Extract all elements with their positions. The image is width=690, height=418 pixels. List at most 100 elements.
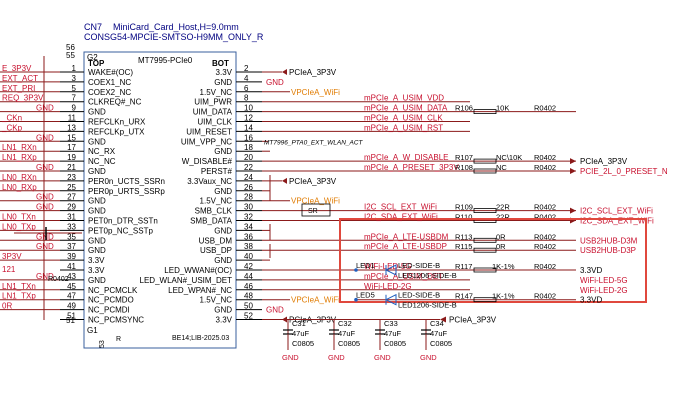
right-pin-number: 52	[244, 312, 253, 321]
right-pin-name: GND	[214, 256, 232, 265]
left-net-label: LN0_TXp	[2, 222, 36, 231]
left-pin-name: COEX2_NC	[88, 88, 131, 97]
left-pin-number: 45	[67, 282, 76, 291]
left-net-label: E_3P3V	[2, 64, 32, 73]
left-pin-name: NC_PCMSYNC	[88, 316, 144, 325]
left-net-label: GND	[36, 163, 54, 172]
left-pin-number: 39	[67, 252, 76, 261]
resistor-body	[473, 109, 497, 114]
right-pin-number: 10	[244, 104, 253, 113]
left-pin-name: GND	[88, 207, 106, 216]
left-net-label: GND	[36, 193, 54, 202]
left-pin-number: 27	[67, 193, 76, 202]
right-pin-name: PERST#	[201, 167, 233, 176]
left-pin-number: 5	[72, 84, 77, 93]
left-pin-number: 33	[67, 222, 76, 231]
cap-value: 47uF	[384, 329, 402, 338]
cap-gnd-label: GND	[374, 353, 391, 362]
right-pin-name: USB_DM	[199, 236, 233, 245]
right-pin-name: 3.3V	[216, 68, 233, 77]
cap-rail-label: PCIeA_3P3V	[449, 316, 497, 325]
left-pin-number: 41	[67, 262, 76, 271]
cap-gnd-label: GND	[328, 353, 345, 362]
left-pin-name: GND	[88, 236, 106, 245]
bot-label: BOT	[212, 59, 229, 68]
right-pin-name: UIM_CLK	[197, 118, 232, 127]
cap-gnd-label: GND	[420, 353, 437, 362]
right-pin-name: GND	[214, 187, 232, 196]
resistor-value: 1K-1%	[492, 262, 515, 271]
left-pin-name: NC_NC	[88, 157, 116, 166]
cap-value: 47uF	[430, 329, 448, 338]
resistor-body	[473, 168, 497, 174]
cap-ref: C34	[430, 319, 444, 328]
resistor-value: 22R	[496, 213, 510, 222]
right-pin-name: LED_WPAN#_NC	[168, 286, 232, 295]
resistor-ref: R109	[455, 203, 473, 212]
resistor-body	[473, 267, 497, 273]
left-pin-number: 3	[72, 74, 77, 83]
right-pin-name: UIM_VPP_NC	[181, 137, 232, 146]
left-pin-name: 3.3V	[88, 256, 105, 265]
cap-package: C0805	[338, 339, 360, 348]
sr-box	[301, 203, 331, 217]
left-net-label: LN1_RXn	[2, 143, 37, 152]
pin-bottom-number: 53	[99, 340, 106, 348]
right-pin-name: LED_WLAN#_USIM_DET	[140, 276, 233, 285]
left-net-label: GND	[36, 104, 54, 113]
resistor-value: 0R	[496, 242, 506, 251]
left-pin-number: 7	[72, 94, 77, 103]
right-pin-name: SMB_CLK	[195, 207, 233, 216]
pin-g1-number: 51	[66, 316, 75, 325]
resistor-value: 10K	[496, 104, 509, 113]
net-label: I2C_SCL_EXT_WiFi	[580, 207, 653, 216]
net-label: USB2HUB-D3M	[580, 236, 638, 245]
left-pin-name: GND	[88, 108, 106, 117]
left-pin-number: 35	[67, 232, 76, 241]
right-pin-number: 50	[244, 302, 253, 311]
right-pin-number: 32	[244, 213, 253, 222]
left-net-label: LN0_RXn	[2, 173, 37, 182]
rail-label: PCIeA_3P3V	[289, 68, 337, 77]
led-ref: LED5	[356, 291, 375, 300]
right-pin-name: 1.5V_NC	[200, 88, 233, 97]
left-pin-number: 37	[67, 242, 76, 251]
right-pin-number: 4	[244, 74, 249, 83]
left-pin-number: 31	[67, 213, 76, 222]
resistor-ref: R110	[455, 213, 472, 222]
resistor-ref: R117	[455, 262, 472, 271]
net-arrow	[570, 158, 576, 165]
left-net-label: LN1_TXn	[2, 282, 36, 291]
right-pin-number: 6	[244, 84, 249, 93]
right-pin-name: GND	[214, 78, 232, 87]
right-pin-number: 8	[244, 94, 249, 103]
right-net-label: mPCIe_A_LTE-USBDM	[364, 232, 449, 241]
cap-value: 47uF	[292, 329, 310, 338]
resistor-package: R0402	[534, 213, 556, 222]
net-label: I2C_SDA_EXT_WiFi	[580, 217, 654, 226]
right-pin-number: 30	[244, 203, 253, 212]
left-pin-name: WAKE#(OC)	[88, 68, 133, 77]
left-net-label: GND	[36, 272, 54, 281]
right-pin-number: 20	[244, 153, 253, 162]
right-pin-name: USB_DP	[200, 246, 232, 255]
left-pin-name: PET0n_DTR_SSTn	[88, 217, 158, 226]
net-label: PCIeA_3P3V	[580, 157, 628, 166]
wifi-2g-label: WiFi-LED-2G	[580, 286, 628, 295]
right-net-label: WiFi-LED-5G	[364, 262, 412, 271]
resistor-ref: R106	[455, 104, 473, 113]
pin-g2-number: 55	[66, 51, 75, 60]
left-pin-number: 51	[67, 312, 76, 321]
resistor-package: R0402	[534, 163, 556, 172]
resistor-package: R0402	[534, 242, 556, 251]
cap-ref: C32	[338, 319, 352, 328]
right-pin-name: 1.5V_NC	[200, 296, 233, 305]
cap-value: 47uF	[338, 329, 356, 338]
right-pin-name: UIM_DATA	[193, 108, 233, 117]
left-pin-name: PER0p_URTS_SSRp	[88, 187, 165, 196]
left-pin-number: 49	[67, 302, 76, 311]
left-pin-name: PET0p_NC_SSTp	[88, 226, 153, 235]
cap-ref: C33	[384, 319, 398, 328]
left-pin-number: 9	[72, 104, 77, 113]
